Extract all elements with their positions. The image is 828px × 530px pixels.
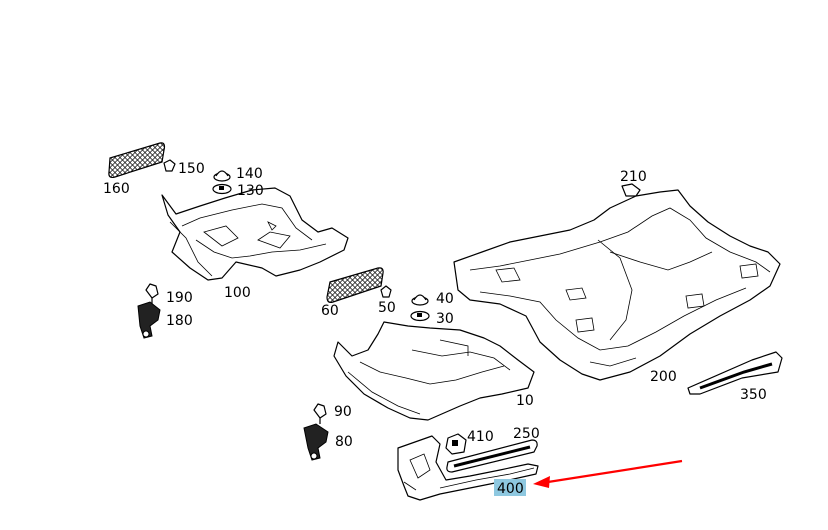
- part-400-trim[interactable]: [397, 435, 539, 501]
- label-90[interactable]: 90: [334, 404, 352, 420]
- label-50[interactable]: 50: [378, 300, 396, 316]
- label-150[interactable]: 150: [178, 161, 205, 177]
- part-100-carpet[interactable]: [161, 187, 349, 281]
- label-30[interactable]: 30: [436, 311, 454, 327]
- label-190[interactable]: 190: [166, 290, 193, 306]
- label-410[interactable]: 410: [467, 429, 494, 445]
- part-10-carpet[interactable]: [333, 321, 535, 421]
- label-40[interactable]: 40: [436, 291, 454, 307]
- part-350-sill[interactable]: [687, 351, 783, 395]
- label-80[interactable]: 80: [335, 434, 353, 450]
- part-80-bracket[interactable]: [303, 423, 329, 461]
- label-100[interactable]: 100: [224, 285, 251, 301]
- part-410-clip[interactable]: [445, 433, 467, 455]
- label-400-highlight: [494, 479, 526, 496]
- label-160[interactable]: 160: [103, 181, 130, 197]
- pointer-arrow: [533, 459, 683, 488]
- part-160-grille[interactable]: [108, 142, 166, 179]
- part-30-fastener[interactable]: [410, 310, 430, 322]
- label-10[interactable]: 10: [516, 393, 534, 409]
- label-130[interactable]: 130: [237, 183, 264, 199]
- part-190-clip[interactable]: [145, 283, 159, 304]
- part-200-carpet[interactable]: [453, 189, 781, 381]
- part-130-fastener[interactable]: [212, 183, 232, 195]
- label-250[interactable]: 250: [513, 426, 540, 442]
- part-250-sill[interactable]: [446, 439, 538, 473]
- part-150-clip[interactable]: [163, 159, 176, 172]
- part-50-clip[interactable]: [380, 285, 392, 298]
- label-60[interactable]: 60: [321, 303, 339, 319]
- label-180[interactable]: 180: [166, 313, 193, 329]
- part-180-bracket[interactable]: [137, 301, 161, 339]
- part-40-fastener[interactable]: [411, 294, 429, 306]
- label-350[interactable]: 350: [740, 387, 767, 403]
- label-140[interactable]: 140: [236, 166, 263, 182]
- part-140-fastener[interactable]: [213, 170, 231, 182]
- label-210[interactable]: 210: [620, 169, 647, 185]
- part-60-grille[interactable]: [326, 267, 384, 304]
- label-400[interactable]: 400: [497, 481, 524, 497]
- label-200[interactable]: 200: [650, 369, 677, 385]
- part-210-clip[interactable]: [621, 183, 641, 197]
- part-90-clip[interactable]: [313, 403, 327, 424]
